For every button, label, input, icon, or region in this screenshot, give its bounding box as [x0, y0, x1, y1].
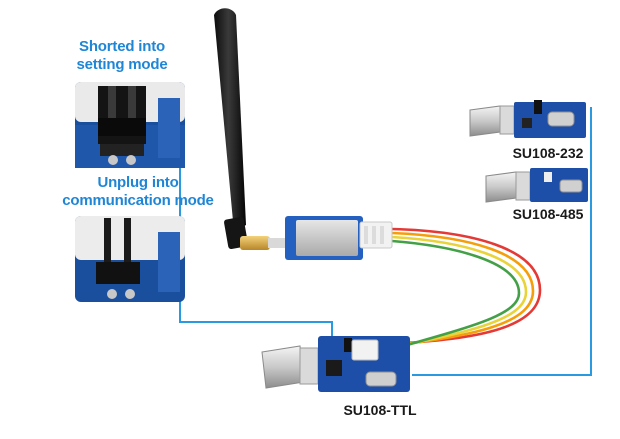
label-line: Unplug into	[97, 174, 179, 191]
label-line: Shorted into	[79, 38, 165, 55]
label-su108-ttl: SU108-TTL	[343, 402, 417, 418]
antenna	[214, 8, 288, 250]
label-su108-232: SU108-232	[512, 145, 584, 161]
jumper-shorted-photo	[75, 82, 185, 168]
label-unplug-communication-mode: Unplug into communication mode	[48, 174, 228, 210]
su108-232-board	[469, 100, 586, 138]
label-su108-485: SU108-485	[512, 206, 584, 222]
su108-485-board	[485, 168, 588, 203]
label-shorted-setting-mode: Shorted into setting mode	[62, 38, 182, 74]
label-line: communication mode	[62, 192, 214, 209]
line-232-to-ttl	[412, 107, 592, 376]
label-line: setting mode	[76, 56, 168, 73]
wireless-module	[285, 216, 393, 260]
wire-bundle	[359, 227, 542, 359]
su108-ttl-board	[261, 336, 410, 392]
jumper-open-photo	[75, 216, 185, 302]
